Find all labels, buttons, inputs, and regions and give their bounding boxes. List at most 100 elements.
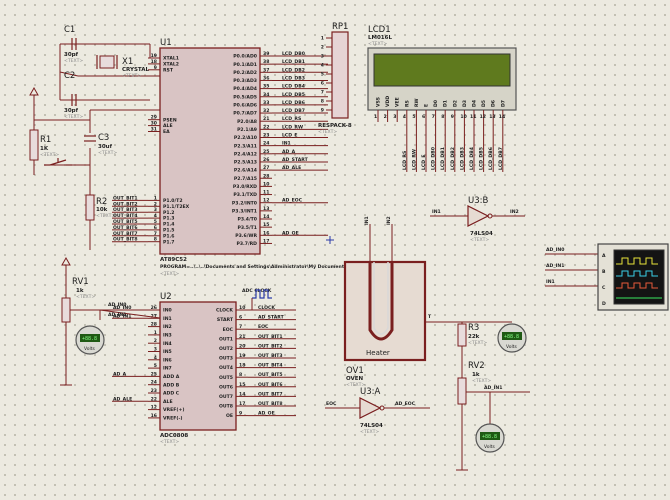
u1-left-pin-number: 8	[154, 237, 157, 243]
rp1-pin-number: 5	[321, 72, 324, 78]
u1-right-pin-number: 39	[263, 51, 269, 57]
adc-clock-source[interactable]: ADC CLOCK	[242, 288, 272, 310]
rv2-ref: RV2	[468, 361, 485, 371]
u1-right-pin-number: 10	[263, 181, 269, 187]
u2-left-pin-number: 25	[151, 371, 157, 377]
u2-right-net-label: OUT_BIT6	[258, 382, 283, 388]
capacitor-c3[interactable]: C3 30uf <TEXT>	[84, 133, 117, 156]
u2-right-pin-number: 19	[239, 353, 245, 359]
u1-left-net-label: OUT_BIT5	[113, 219, 138, 225]
u1-right-pin-name: P3.0/RXD	[233, 184, 257, 190]
u2-right-pin-number: 7	[239, 324, 242, 330]
adc-u2[interactable]: U2 ADC0808 <TEXT> IN026AD_IN0IN127AD_IN1…	[112, 292, 296, 445]
u1-right-pin-name: P0.5/AD5	[233, 94, 257, 100]
inverter-u3b[interactable]: IN1 IN2 U3:B 74LS04 <TEXT>	[430, 196, 525, 243]
rp1-ghost: <TEXT>	[318, 129, 337, 135]
u1-left-pin-number: 18	[151, 59, 157, 65]
r2-value: 10k	[96, 207, 108, 213]
rv1-ref: RV1	[72, 277, 89, 287]
u1-right-net-label: LCD_E	[282, 133, 298, 139]
u1-right-net-label: AD_ALE	[282, 165, 301, 171]
resistor-r2[interactable]: R2 10k <TEXT>	[85, 194, 115, 221]
u2-right-pin-name: OUT2	[219, 346, 233, 352]
lcd-net-label: LCD_DB7	[498, 147, 504, 170]
u1-left-pin-name: P1.4	[163, 222, 175, 228]
capacitor-c1[interactable]: C1 30pf <TEXT>	[64, 25, 83, 64]
r3-ghost: <TEXT>	[468, 340, 487, 346]
u1-right-pin-name: P2.4/A12	[234, 151, 257, 157]
u1-right-net-label: IN1	[282, 141, 291, 147]
u1-right-pin-number: 35	[263, 84, 269, 90]
rv2-net: AD_IN1	[484, 385, 502, 391]
u3a-out-label: AD_EOC	[395, 401, 416, 407]
scope-trace-c	[616, 282, 658, 289]
u1-right-pin-name: P2.0/A8	[237, 119, 257, 125]
crystal-x1[interactable]: X1 CRYSTAL <TEXT>	[96, 55, 149, 79]
voltmeter-2[interactable]: +88.8 Volts	[497, 323, 527, 353]
u2-right-net-label: AD_START	[258, 315, 285, 321]
u1-left-pin-name: P1.3	[163, 216, 175, 222]
lcd-pin-number: 13	[489, 114, 495, 120]
u2-right-pin-name: CLOCK	[216, 308, 233, 314]
u2-right-pin-number: 6	[239, 315, 242, 321]
oven-ov1[interactable]: IN1 IN2 Heater T OV1 OVEN <TEXT>	[343, 216, 462, 388]
resistor-r3[interactable]: R3 22k <TEXT>	[457, 321, 512, 378]
rp1-value: RESPACK-8	[318, 123, 352, 129]
u2-left-pin-number: 26	[151, 305, 157, 311]
u3b-ref: U3:B	[468, 196, 488, 206]
inverter-u3a[interactable]: EOC AD_EOC U3:A 74LS04 <TEXT>	[325, 387, 430, 435]
u2-value: ADC0808	[160, 433, 188, 439]
capacitor-c2[interactable]: C2 30pf <TEXT>	[64, 71, 83, 120]
lcd-lcd1[interactable]: LCD1 LM016L <TEXT> VSS1VDD2VEE3RS4LCD_RS…	[367, 25, 517, 172]
u2-left-pin-name: ADD C	[163, 391, 180, 397]
potentiometer-rv2[interactable]: RV2 1k <TEXT> AD_IN1	[456, 361, 530, 471]
u2-right-pin-name: OUT8	[219, 404, 233, 410]
u1-right-pin-name: P2.3/A11	[234, 143, 257, 149]
voltmeter-3-reading: +88.8	[482, 434, 497, 440]
lcd-pin-number: 12	[480, 114, 486, 120]
u2-right-net-label: OUT_BIT4	[258, 363, 283, 369]
u2-right-net-label: AD_OE	[258, 411, 275, 417]
u2-left-pins: IN026AD_IN0IN127AD_IN1IN228IN31IN42IN53I…	[112, 305, 184, 422]
u2-right-net-label: EOC	[258, 324, 269, 330]
c3-value: 30uf	[98, 144, 113, 150]
u1-right-pin-number: 21	[263, 116, 269, 122]
u1-right-pin-name: P0.0/AD0	[233, 54, 257, 60]
u2-right-pin-name: OUT4	[219, 365, 233, 371]
reset-switch[interactable]	[44, 158, 72, 166]
u2-ghost: <TEXT>	[160, 439, 179, 445]
u1-right-pin-name: P2.7/A15	[234, 176, 257, 182]
lcd-pin-name: D6	[491, 100, 497, 107]
mcu-u1[interactable]: U1 AT89C52 PROGRAM=..\..\..\Documents an…	[112, 38, 394, 277]
r1-value: 1K	[40, 146, 49, 152]
u1-right-pin-number: 22	[263, 124, 269, 130]
scope-a-net: AD_IN0	[546, 247, 564, 253]
lcd-pins: VSS1VDD2VEE3RS4LCD_RSRW5LCD_RWE6LCD_ED07…	[374, 96, 506, 172]
scope-b-net: AD_IN1	[546, 263, 564, 269]
u2-left-pin-name: IN2	[163, 324, 172, 330]
u2-left-pin-name: ADD B	[163, 382, 180, 388]
u1-right-net-label: LCD_DB6	[282, 100, 305, 106]
u1-left-pin-number: 29	[151, 115, 157, 121]
oscilloscope[interactable]: AD_IN0 AD_IN1 IN1 A B C D	[545, 243, 669, 311]
u1-left-net-label: OUT_BIT4	[113, 213, 138, 219]
u2-right-pin-number: 14	[239, 391, 245, 397]
probe-marker[interactable]	[326, 236, 334, 244]
lcd-pin-number: 9	[451, 114, 454, 120]
u1-right-pin-name: P3.6/WR	[235, 233, 257, 239]
resistor-r1[interactable]: R1 1K <TEXT>	[29, 129, 59, 161]
u2-left-pin-name: IN6	[163, 357, 172, 363]
u1-left-pin-name: XTAL1	[163, 56, 179, 62]
voltmeter-1[interactable]: +88.8 Volts	[75, 325, 105, 355]
lcd1-ref: LCD1	[368, 25, 391, 35]
u1-left-net-label: OUT_BIT6	[113, 225, 138, 231]
lcd-pin-name: D0	[433, 100, 439, 107]
r2-ref: R2	[96, 197, 107, 207]
lcd-pin-name: D1	[443, 100, 449, 107]
voltmeter-3[interactable]: +88.8 Volts	[475, 423, 505, 453]
u1-right-pin-number: 32	[263, 108, 269, 114]
potentiometer-rv1[interactable]: RV1 1k <TEXT> AD_IN0 AD_IN1	[60, 256, 161, 386]
